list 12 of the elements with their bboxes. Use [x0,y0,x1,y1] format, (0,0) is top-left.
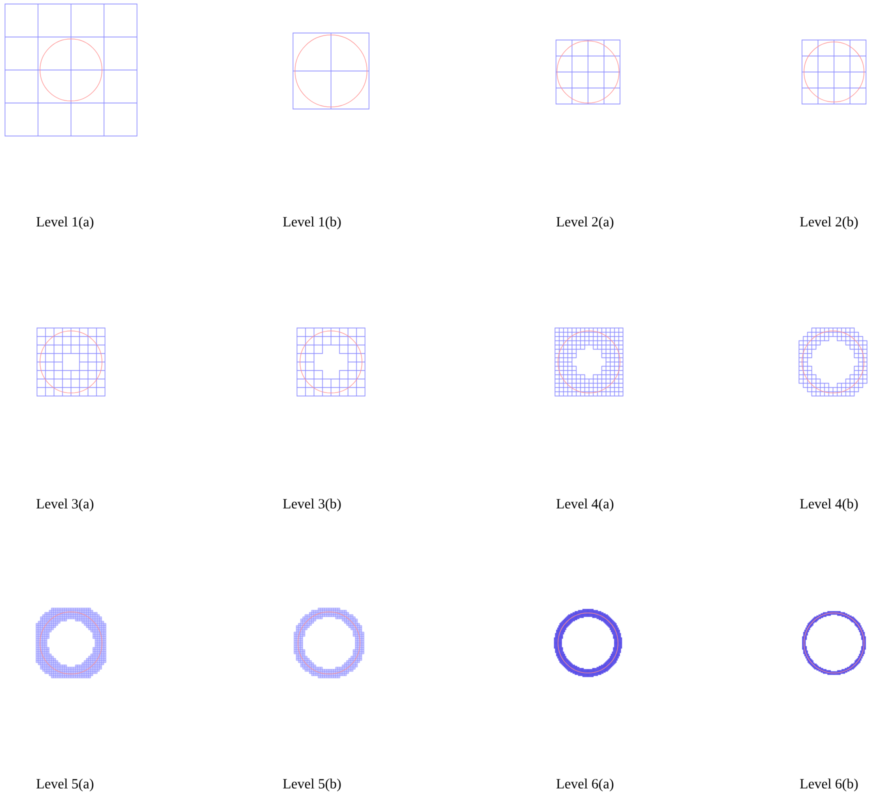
panel-label: Level 5(a) [36,778,94,792]
panel-label: Level 6(a) [556,778,614,792]
panel-label: Level 5(b) [283,778,341,792]
panel-label: Level 3(b) [283,498,341,512]
panel-label: Level 3(a) [36,498,94,512]
panel-label: Level 4(b) [800,498,858,512]
panel-label: Level 1(b) [283,216,341,230]
panel-label: Level 2(a) [556,216,614,230]
panel-label: Level 6(b) [800,778,858,792]
panel-label: Level 4(a) [556,498,614,512]
panel-label: Level 1(a) [36,216,94,230]
panel-label: Level 2(b) [800,216,858,230]
